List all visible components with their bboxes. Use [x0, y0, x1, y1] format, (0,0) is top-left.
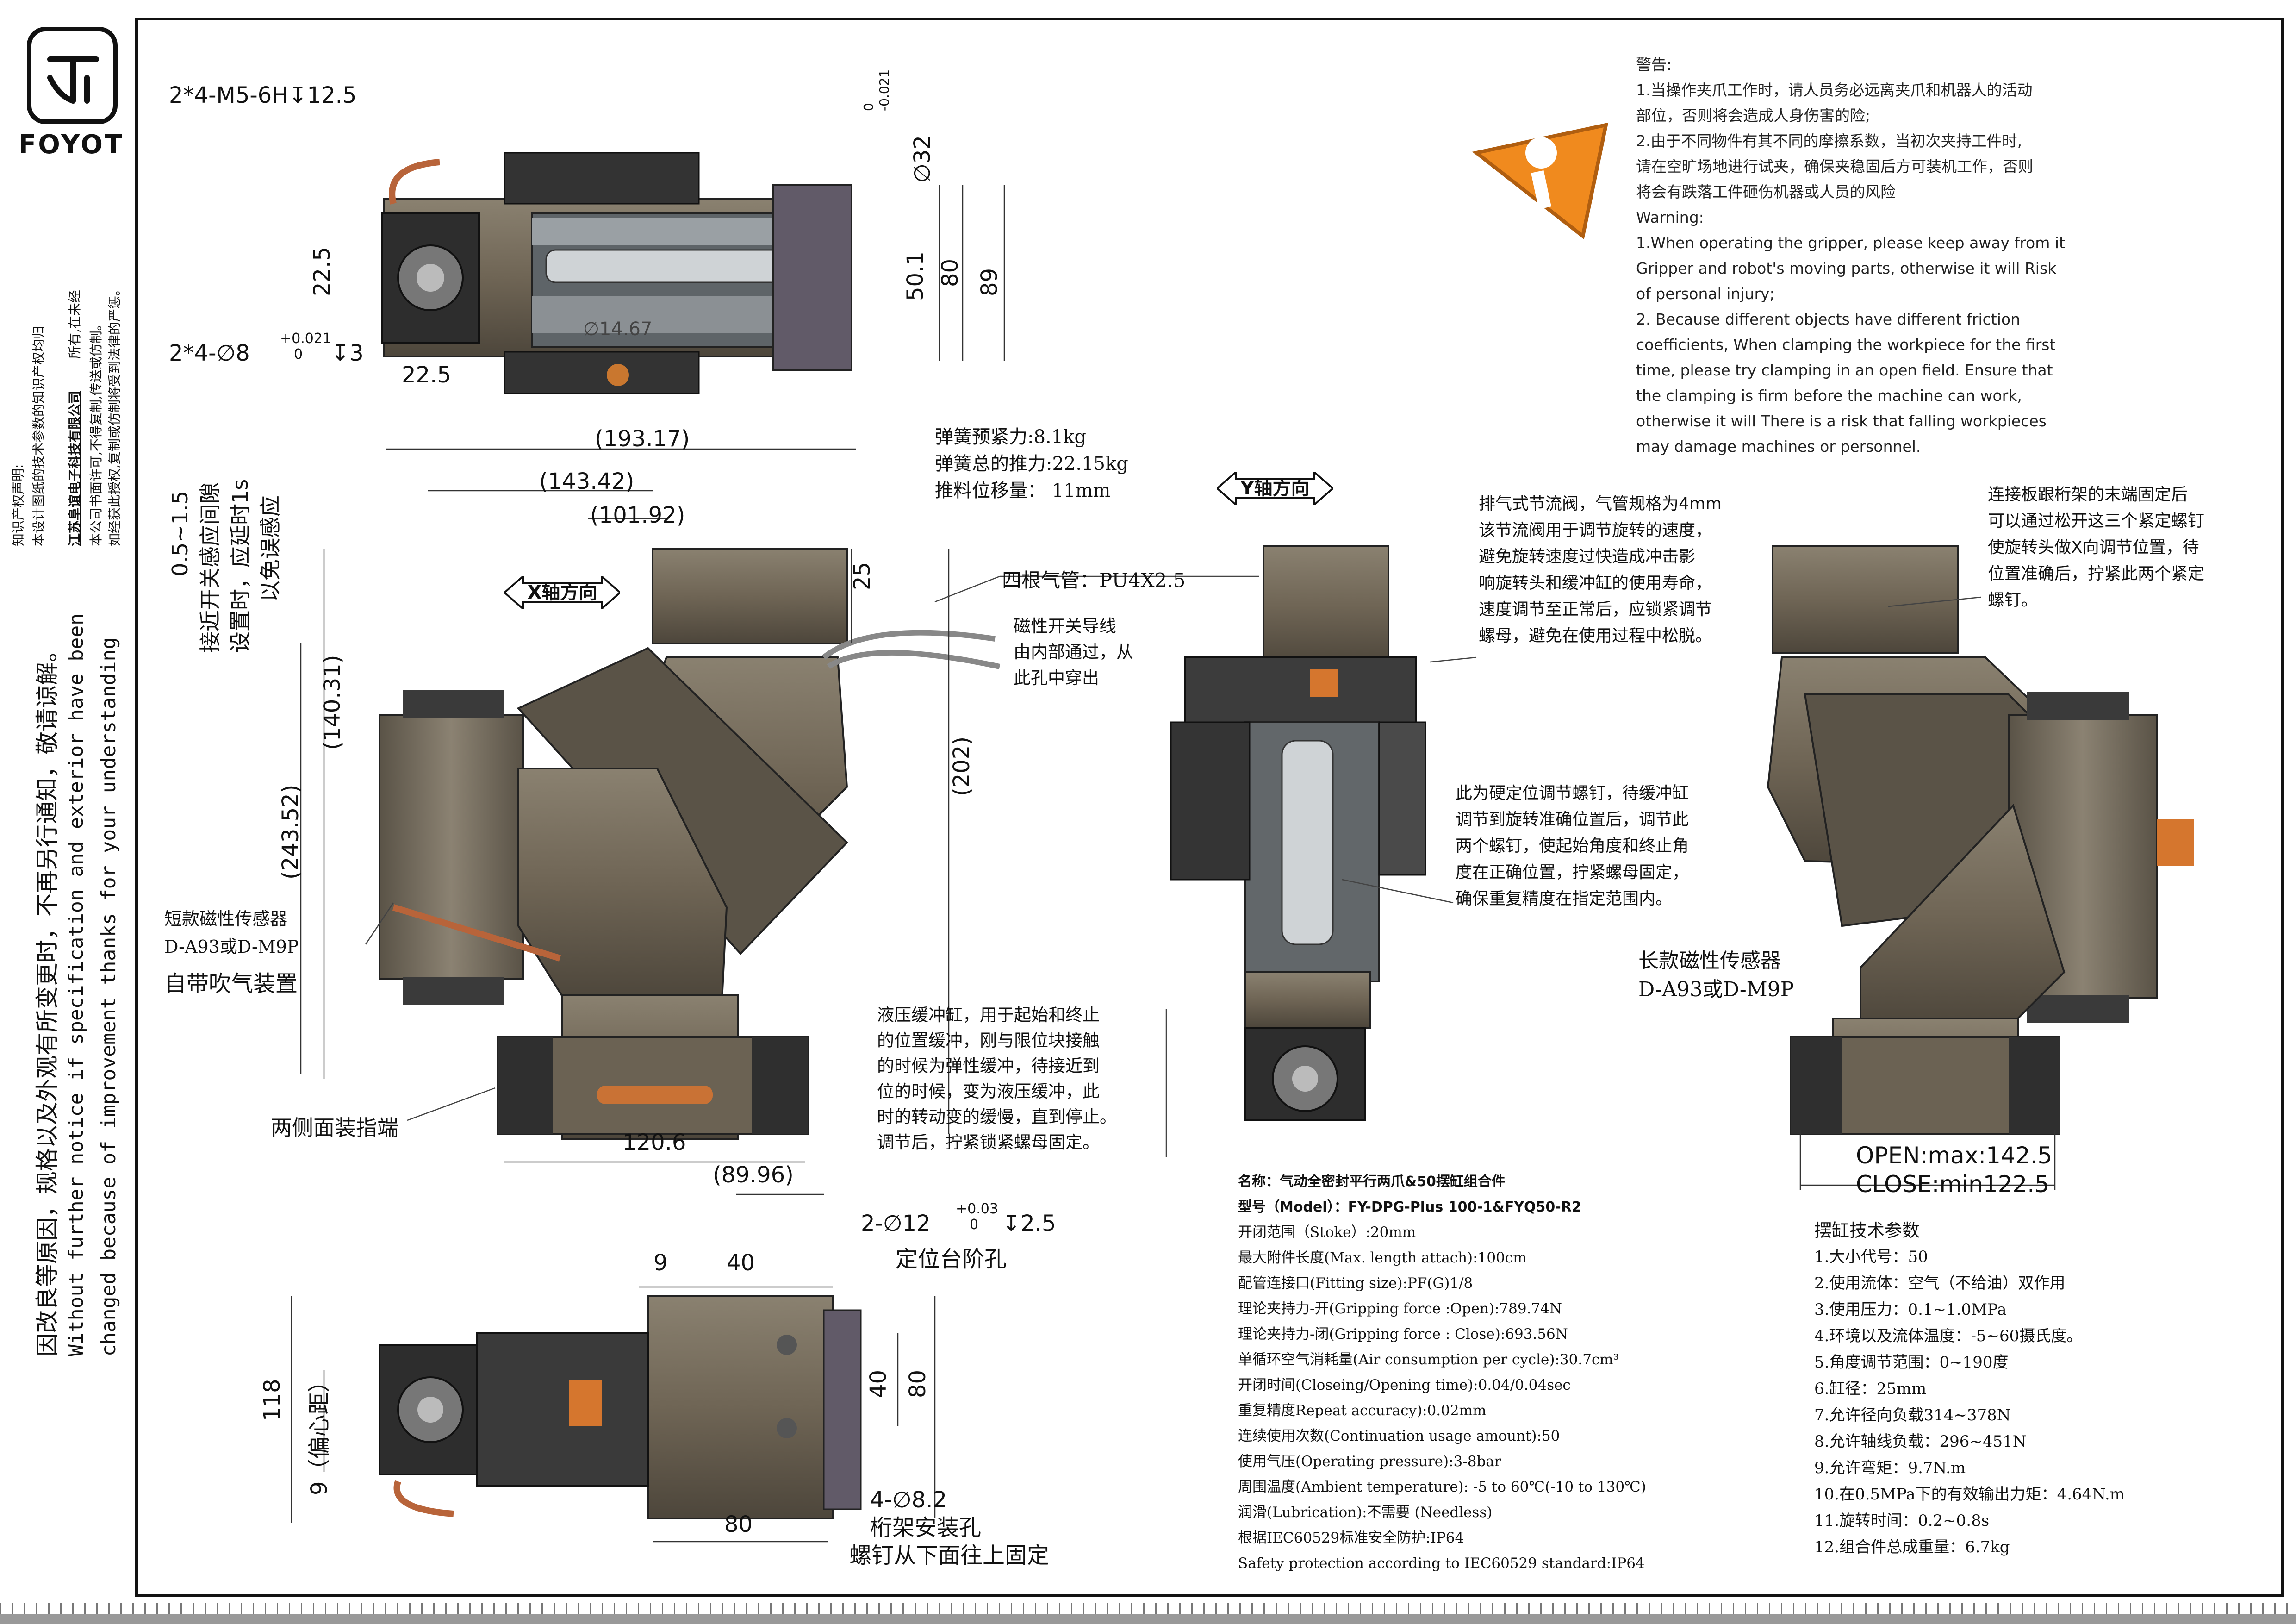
- pin-callout: 2*4-∅8: [169, 340, 250, 366]
- gap-note-line-4: 以免误感应: [258, 495, 283, 602]
- dim-140-31: (140.31): [319, 655, 345, 750]
- dim-143-42: (143.42): [539, 468, 635, 494]
- dim-80: 80: [937, 258, 963, 287]
- dim-dia-14-67: ∅14.67: [583, 319, 653, 340]
- dim-9-top: 9: [653, 1250, 668, 1276]
- dim-89: 89: [977, 268, 1002, 296]
- locating-hole-callout: 2-∅12: [861, 1211, 931, 1237]
- brand-name: FOYOT: [19, 130, 124, 160]
- foyot-logo-icon: [27, 27, 118, 124]
- side-view: [1170, 545, 1426, 1121]
- sensor-wire-note: 磁性开关导线 由内部通过，从 此孔中穿出: [1014, 616, 1133, 688]
- finger-mount-label: 两侧面装指端: [271, 1115, 398, 1140]
- y-axis-direction-tag: Y轴方向: [1217, 472, 1333, 505]
- dim-40-top: 40: [727, 1250, 755, 1276]
- dim-40-vertical: 40: [865, 1369, 891, 1398]
- dim-243-52: (243.52): [278, 784, 304, 880]
- dim-22-5-vertical: 22.5: [309, 247, 335, 296]
- dim-32-tolerance: 0-0.021: [861, 69, 892, 111]
- top-view: [381, 152, 852, 394]
- dim-dia-32: ∅32: [909, 135, 935, 183]
- dim-101-92: (101.92): [590, 502, 685, 528]
- locating-hole-depth: ↧2.5: [1002, 1211, 1056, 1237]
- dim-193-17: (193.17): [595, 426, 690, 452]
- gap-note-line-3: 设置时，应延时1s: [228, 479, 253, 653]
- cylinder-spec-block: 摆缸技术参数 1.大小代号：50 2.使用流体：空气（不给油）双作用 3.使用压…: [1814, 1220, 2125, 1556]
- drawing-frame: [135, 18, 2284, 1597]
- air-tube-note: 四根气管：PU4X2.5: [1002, 569, 1186, 592]
- dim-118: 118: [259, 1379, 285, 1421]
- air-blow-label: 自带吹气装置: [164, 971, 298, 997]
- dim-80-horizontal: 80: [724, 1512, 753, 1537]
- bracket-adjust-note: 连接板跟桁架的末端固定后 可以通过松开这三个紧定螺钉 使旋转头做X向调节位置，待…: [1988, 485, 2205, 610]
- bottom-ruler-band: [0, 1614, 2296, 1624]
- long-sensor-label: 长款磁性传感器 D-A93或D-M9P: [1638, 949, 1794, 1001]
- dim-202: (202): [949, 736, 975, 796]
- dim-120-6: 120.6: [622, 1130, 686, 1156]
- product-spec-block: 名称：气动全密封平行两爪&50摆缸组合件 型号（Model）：FY-DPG-Pl…: [1238, 1174, 1646, 1572]
- spring-notes: 弹簧预紧力:8.1kg 弹簧总的推力:22.15kg 推料位移量： 11mm: [935, 426, 1128, 501]
- mount-hole-callout: 4-∅8.2 桁架安装孔 螺钉从下面往上固定: [849, 1487, 1050, 1568]
- front-view: [379, 548, 1001, 1140]
- x-axis-direction-tag: X轴方向: [504, 576, 620, 609]
- hard-stop-note: 此为硬定位调节螺钉，待缓冲缸 调节到旋转准确位置后，调节此 两个螺钉，使起始角度…: [1456, 784, 1689, 908]
- gap-note-line-1: 0.5~1.5: [168, 491, 193, 576]
- exhaust-valve-note: 排气式节流阀，气管规格为4mm 该节流阀用于调节旋转的速度， 避免旋转速度过快造…: [1479, 494, 1722, 645]
- bottom-view: [379, 1295, 862, 1519]
- warning-block: 警告: 1.当操作夹爪工作时，请人员务必远离夹爪和机器人的活动 部位，否则将会造…: [1636, 56, 2065, 456]
- thread-callout: 2*4-M5-6H↧12.5: [169, 82, 357, 108]
- gap-note-line-2: 接近开关感应间隙: [198, 482, 223, 653]
- dim-25: 25: [849, 562, 875, 590]
- right-view: [1767, 545, 2194, 1135]
- dim-22-5-horizontal: 22.5: [402, 362, 451, 388]
- open-close-range: OPEN:max:142.5 CLOSE:min122.5: [1856, 1142, 2053, 1198]
- warning-triangle-icon: [1472, 122, 1609, 240]
- hydraulic-note: 液压缓冲缸，用于起始和终止 的位置缓冲，刚与限位块接触 的时候为弹性缓冲，待接近…: [877, 1005, 1117, 1152]
- locating-hole-name: 定位台阶孔: [896, 1246, 1007, 1272]
- dim-50-1: 50.1: [902, 251, 928, 301]
- dim-9-offset: 9（偏心距）: [306, 1370, 332, 1495]
- dim-89-96: (89.96): [713, 1162, 794, 1188]
- short-sensor-label: 短款磁性传感器 D-A93或D-M9P: [164, 909, 299, 957]
- dim-80-vertical: 80: [905, 1369, 931, 1398]
- pin-depth: ↧3: [331, 340, 364, 366]
